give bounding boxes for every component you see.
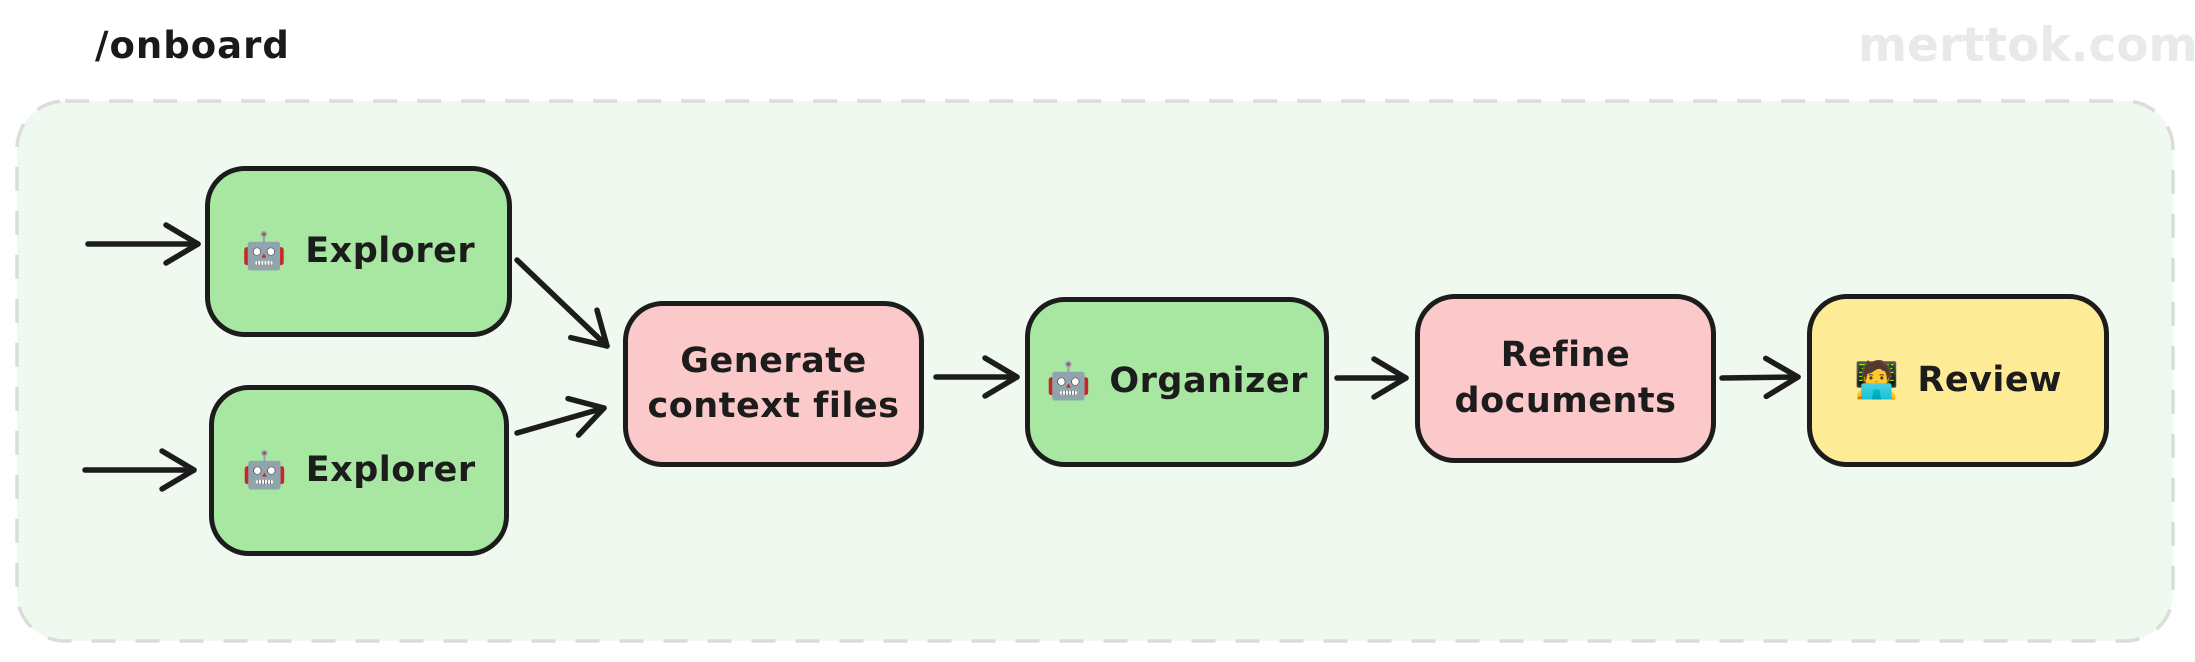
node-label: Explorer: [306, 448, 476, 494]
arrow-refine-to-review: [1719, 355, 1801, 400]
node-generate-context-files: Generate context files: [623, 301, 924, 467]
node-label: Organizer: [1109, 359, 1307, 405]
node-explorer-2: 🤖 Explorer: [209, 385, 509, 556]
watermark: merttok.com: [1858, 18, 2195, 73]
node-label-line: Generate: [680, 340, 867, 381]
node-label: Generate context files: [648, 339, 900, 430]
diagram-title: /onboard: [95, 24, 290, 67]
technologist-icon: 🧑‍💻: [1854, 359, 1900, 401]
node-label: Explorer: [305, 229, 475, 275]
node-label-line: Explorer: [305, 449, 476, 490]
node-label: Review: [1917, 358, 2062, 404]
node-label-line: Organizer: [1109, 361, 1308, 402]
robot-icon: 🤖: [1046, 361, 1092, 402]
node-review: 🧑‍💻 Review: [1807, 294, 2109, 467]
arrow-explorer-1-to-generate: [514, 257, 610, 349]
node-organizer: 🤖 Organizer: [1025, 297, 1329, 467]
node-label: Refine documents: [1455, 333, 1677, 424]
node-label-line: Refine: [1500, 335, 1631, 375]
node-label-line: Review: [1917, 359, 2062, 400]
robot-icon: 🤖: [242, 449, 288, 491]
node-explorer-1: 🤖 Explorer: [205, 166, 512, 337]
arrow-explorer-2-to-generate: [514, 395, 607, 438]
node-label-line: context files: [647, 386, 900, 426]
robot-icon: 🤖: [241, 230, 288, 272]
node-refine-documents: Refine documents: [1415, 294, 1716, 463]
node-label-line: documents: [1454, 380, 1677, 421]
node-label-line: Explorer: [305, 230, 476, 271]
